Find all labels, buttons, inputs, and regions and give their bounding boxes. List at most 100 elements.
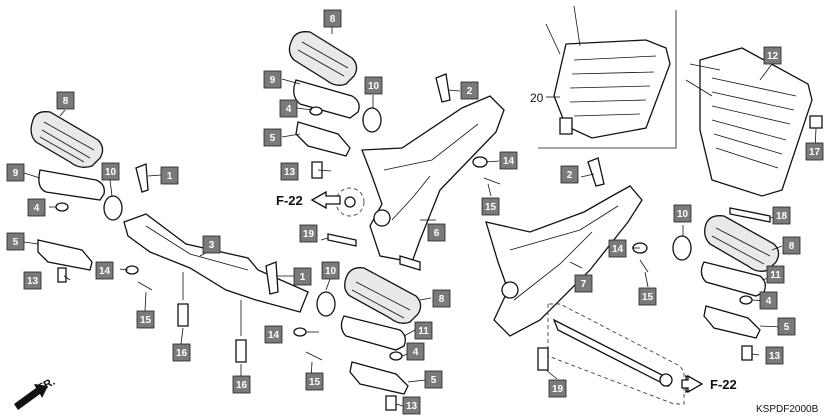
bracket-left xyxy=(37,239,93,271)
callout-2b: 2 xyxy=(560,165,579,184)
callout-4d: 4 xyxy=(27,198,46,217)
washer-lower xyxy=(389,351,403,361)
svg-text:11: 11 xyxy=(418,326,429,337)
callout-11b: 11 xyxy=(414,321,433,340)
bolt13-center xyxy=(311,161,323,179)
svg-text:8: 8 xyxy=(63,96,69,107)
svg-text:12: 12 xyxy=(767,51,779,62)
svg-text:F-22: F-22 xyxy=(276,193,303,208)
callout-10: 10 xyxy=(364,76,383,95)
svg-text:18: 18 xyxy=(776,211,788,222)
pin-right xyxy=(587,157,605,187)
svg-text:10: 10 xyxy=(105,167,117,178)
callout-19b: 19 xyxy=(548,379,567,398)
svg-text:19: 19 xyxy=(303,229,315,240)
svg-text:20: 20 xyxy=(530,91,544,105)
callout-14b: 14 xyxy=(608,239,627,258)
long-bolt-right xyxy=(552,318,670,388)
callout-13c: 13 xyxy=(402,396,421,415)
svg-text:14: 14 xyxy=(99,266,111,277)
footpeg-rubber-center xyxy=(288,31,358,86)
washer-right xyxy=(739,295,753,305)
svg-text:16: 16 xyxy=(176,348,188,359)
svg-text:4: 4 xyxy=(286,104,292,115)
bolt18 xyxy=(729,207,771,223)
svg-text:4: 4 xyxy=(413,347,419,358)
footpeg-rubber-right xyxy=(704,215,780,272)
svg-text:11: 11 xyxy=(770,270,781,281)
cotter-center xyxy=(483,177,501,185)
bolt16 xyxy=(809,115,823,129)
footpeg-lower xyxy=(340,315,406,351)
svg-text:2: 2 xyxy=(567,170,573,181)
callout-6: 6 xyxy=(427,223,446,242)
washer14-center xyxy=(472,156,488,168)
svg-text:8: 8 xyxy=(330,14,336,25)
footpeg-rubber-left xyxy=(30,111,104,168)
svg-text:F-22: F-22 xyxy=(710,377,737,392)
callout-3: 3 xyxy=(202,235,221,254)
callout-4c: 4 xyxy=(406,342,425,361)
svg-text:8: 8 xyxy=(789,241,795,252)
bracket-lower xyxy=(349,361,409,395)
callout-8: 8 xyxy=(323,9,342,28)
collar-center xyxy=(362,107,382,133)
svg-text:9: 9 xyxy=(270,75,276,86)
callout-5c: 5 xyxy=(424,370,443,389)
bolt13-lower xyxy=(385,395,397,411)
svg-text:10: 10 xyxy=(677,209,689,220)
bolt-left xyxy=(57,267,67,283)
svg-text:5: 5 xyxy=(784,322,790,333)
bracket-center xyxy=(295,121,351,157)
svg-text:13: 13 xyxy=(27,276,39,287)
svg-text:14: 14 xyxy=(612,244,624,255)
callout-9b: 9 xyxy=(6,163,25,182)
callout-12: 12 xyxy=(763,46,782,65)
stay-right xyxy=(485,185,643,337)
callout-5d: 5 xyxy=(6,232,25,251)
callout-11: 11 xyxy=(766,265,785,284)
center-footpeg-assembly xyxy=(288,31,505,271)
callout-16: 17 xyxy=(805,142,824,161)
screw19-center xyxy=(327,233,357,247)
callout-1b: 1 xyxy=(160,166,179,185)
callout-14c: 14 xyxy=(264,325,283,344)
cotter-right xyxy=(639,259,649,273)
callout-8b: 8 xyxy=(782,236,801,255)
svg-text:19: 19 xyxy=(552,384,564,395)
bolt13-right xyxy=(741,345,753,361)
svg-text:10: 10 xyxy=(325,266,337,277)
callout-15b: 15 xyxy=(638,287,657,306)
svg-text:14: 14 xyxy=(268,330,280,341)
right-footpeg-assembly xyxy=(485,47,823,405)
callout-13b: 13 xyxy=(765,346,784,365)
svg-text:1: 1 xyxy=(167,171,173,182)
callout-15: 15 xyxy=(481,197,500,216)
callout-9: 9 xyxy=(263,70,282,89)
stay-left xyxy=(123,213,309,313)
callout-5b: 5 xyxy=(777,317,796,336)
callout-13d: 13 xyxy=(23,271,42,290)
collar-lower xyxy=(316,291,336,317)
callout-17b: 16 xyxy=(232,375,251,394)
callout-2: 2 xyxy=(460,81,479,100)
pin-left xyxy=(135,163,149,193)
svg-text:4: 4 xyxy=(34,203,40,214)
f22-reference-right: F-22 xyxy=(681,374,737,394)
washer14-lower xyxy=(293,327,307,337)
svg-text:4: 4 xyxy=(766,296,772,307)
callout-14: 14 xyxy=(499,151,518,170)
svg-text:10: 10 xyxy=(368,81,380,92)
svg-text:5: 5 xyxy=(431,375,437,386)
callout-4: 4 xyxy=(279,99,298,118)
svg-text:1: 1 xyxy=(300,272,306,283)
callout-10d: 10 xyxy=(101,162,120,181)
callout-10c: 10 xyxy=(321,261,340,280)
svg-text:15: 15 xyxy=(642,292,654,303)
bolt17-a xyxy=(177,303,189,327)
svg-text:13: 13 xyxy=(769,351,781,362)
callout-13: 13 xyxy=(280,162,299,181)
stay-center xyxy=(361,95,505,263)
collar-left xyxy=(103,195,123,221)
